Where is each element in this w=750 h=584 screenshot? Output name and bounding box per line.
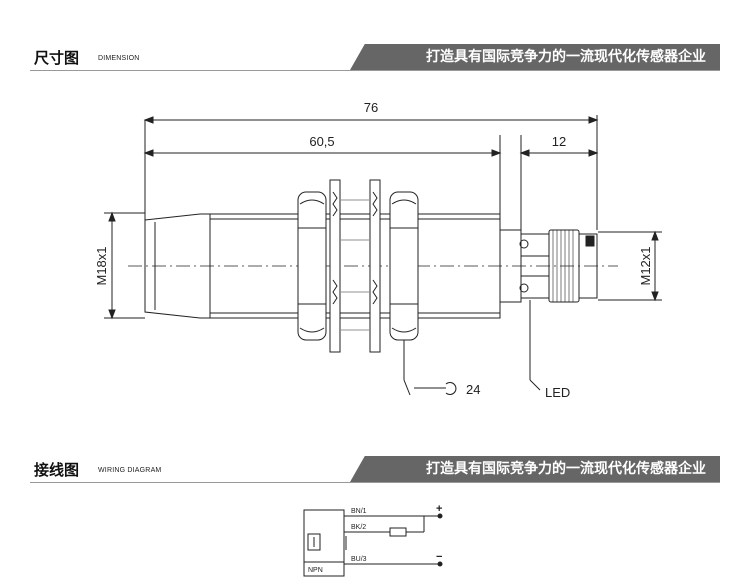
wrench-icon: [414, 382, 457, 395]
label-body-length: 60,5: [309, 134, 334, 149]
sensor-box: [303, 509, 345, 577]
positive-sign: +: [436, 503, 442, 515]
wiring-title: 接线图: [34, 461, 80, 479]
label-connector-length: 12: [552, 134, 566, 149]
label-connector-thread: M12x1: [638, 246, 653, 285]
washer-right: [369, 179, 381, 353]
label-led: LED: [545, 385, 570, 400]
dimension-divider: [30, 70, 720, 71]
arrow-head: [651, 230, 659, 241]
load-resistor: [389, 527, 407, 537]
wiring-subtitle: WIRING DIAGRAM: [98, 467, 162, 474]
arrow-head: [519, 149, 530, 157]
arrow-head: [651, 291, 659, 302]
dimension-drawing: 76 60,5 12 M18x1 M12x1 24 LED: [94, 100, 662, 400]
arrow-head: [143, 149, 154, 157]
wire-bn-label: BN/1: [351, 508, 367, 515]
arrow-head: [108, 211, 116, 222]
dimension-title: 尺寸图: [34, 49, 80, 67]
led-window-top: [519, 239, 529, 249]
label-overall-length: 76: [364, 100, 378, 115]
dimension-banner: 打造具有国际竞争力的一流现代化传感器企业: [350, 44, 720, 70]
connector-tip: [578, 233, 598, 299]
wiring-divider: [30, 482, 720, 483]
nut-right: [389, 191, 419, 341]
wiring-banner: 打造具有国际竞争力的一流现代化传感器企业: [350, 456, 720, 482]
wire-bu-label: BU/3: [351, 556, 367, 563]
wire-bk-label: BK/2: [351, 524, 366, 531]
wiring-diagram: BN/1 BK/2 BU/3 + − NPN: [303, 503, 443, 577]
led-window-bottom: [519, 283, 529, 293]
arrow-head: [491, 149, 502, 157]
label-wrench-size: 24: [466, 382, 480, 397]
dimension-subtitle: DIMENSION: [98, 55, 140, 62]
arrow-head: [108, 309, 116, 320]
arrow-head: [588, 116, 599, 124]
sensor-type-label: NPN: [308, 567, 323, 574]
washer-left: [329, 179, 341, 353]
label-thread: M18x1: [94, 246, 109, 285]
sensor-symbol: [307, 533, 321, 551]
arrow-head: [588, 149, 599, 157]
arrow-head: [143, 116, 154, 124]
nut-left: [297, 191, 327, 341]
dimension-header: 尺寸图 DIMENSION 打造具有国际竞争力的一流现代化传感器企业: [0, 40, 750, 80]
negative-sign: −: [436, 551, 442, 563]
wiring-header: 接线图 WIRING DIAGRAM 打造具有国际竞争力的一流现代化传感器企业: [0, 452, 750, 492]
